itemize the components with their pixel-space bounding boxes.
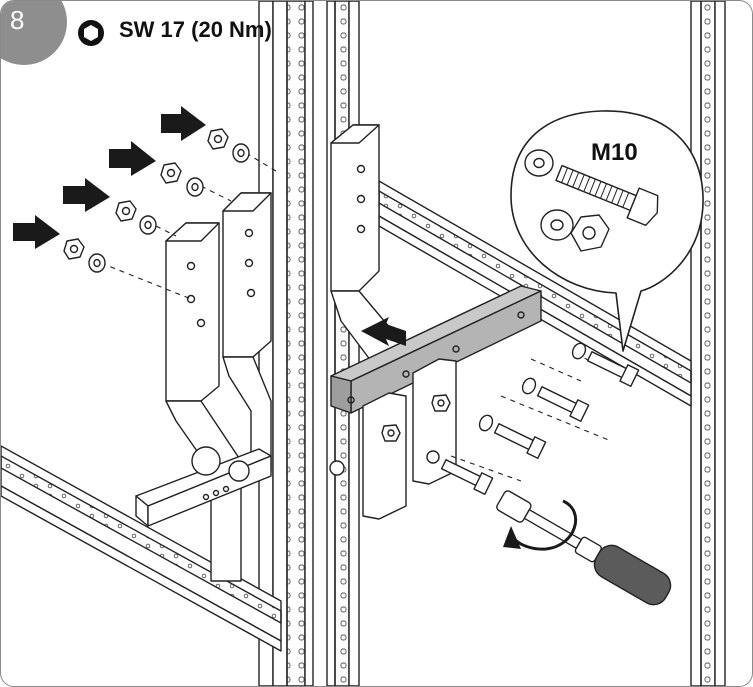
- arrow-icon: [361, 317, 406, 346]
- callout-bubble: [510, 110, 704, 352]
- bracket-nut-lower: [329, 460, 345, 476]
- left-horizontal-rail: [1, 445, 282, 652]
- clamp-plate-right: [412, 358, 457, 485]
- step-number: 8: [10, 5, 25, 35]
- alignment-lines-right: [450, 352, 612, 482]
- arrow-icon: [13, 215, 60, 249]
- left-lower-crossbar: [135, 446, 272, 527]
- copper-busbar: [330, 285, 542, 414]
- right-bracket: [330, 124, 402, 362]
- arrow-icon: [161, 106, 206, 141]
- nut-washer-group: [63, 128, 250, 273]
- alignment-lines-left: [100, 152, 277, 300]
- arrow-icon: [109, 141, 156, 176]
- socket-wrench: [496, 490, 672, 606]
- hex-socket-icon: [78, 20, 104, 46]
- rotation-arrow-icon: [503, 499, 578, 551]
- tool-size-label: SW 17 (20 Nm): [119, 17, 272, 42]
- left-rack-upright: [258, 1, 314, 686]
- busbar-bracket-front: [165, 222, 242, 582]
- clamp-plate-left: [362, 392, 407, 520]
- busbar-bracket-rear: [222, 192, 272, 472]
- insert-arrows: [13, 106, 406, 346]
- bolt-washer-group: [440, 342, 640, 495]
- arrow-icon: [63, 178, 110, 212]
- bolt-size-label: M10: [591, 139, 638, 166]
